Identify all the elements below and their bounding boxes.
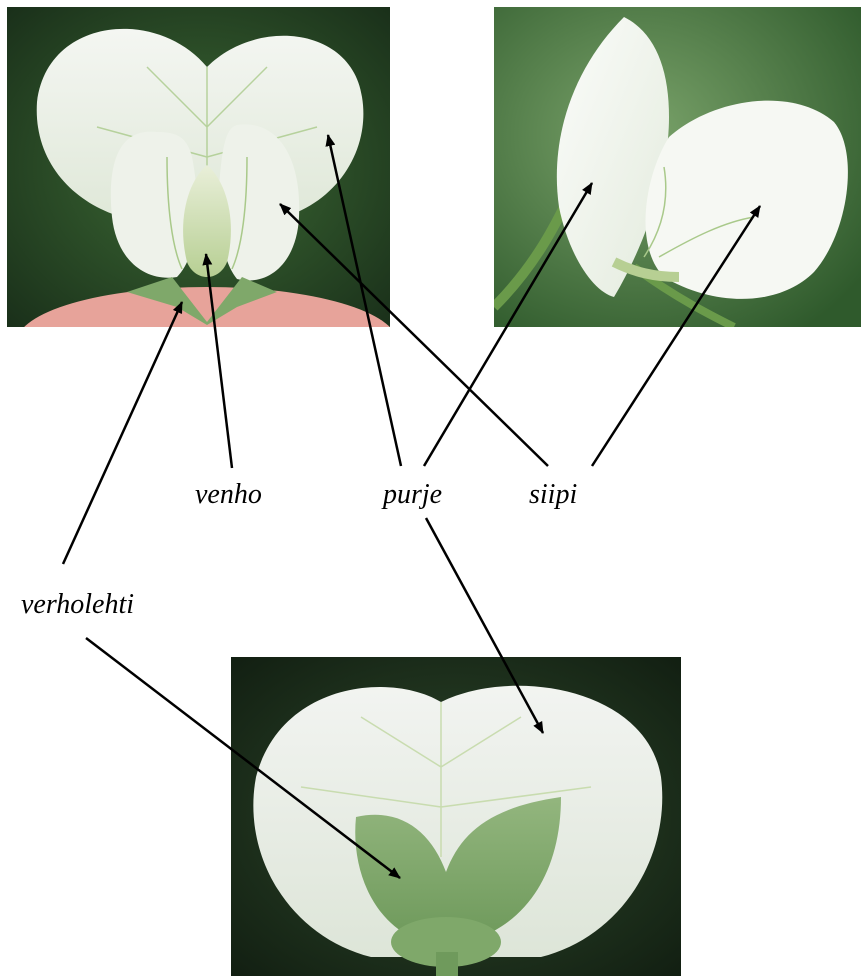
arrow-purje-to-standard-side	[424, 183, 592, 466]
label-verholehti: verholehti	[21, 591, 134, 619]
arrow-siipi-to-wing-side	[592, 206, 760, 466]
arrow-siipi-to-wing-front	[280, 204, 548, 466]
arrow-purje-to-standard-front	[328, 135, 401, 466]
arrow-verholehti-to-sepal-front	[63, 302, 182, 564]
arrow-verholehti-to-sepal-back	[86, 638, 400, 878]
arrow-venho-to-keel	[206, 254, 232, 468]
label-venho: venho	[195, 481, 262, 509]
label-purje: purje	[383, 481, 442, 509]
label-siipi: siipi	[529, 481, 577, 509]
arrow-purje-to-standard-back	[426, 518, 543, 733]
